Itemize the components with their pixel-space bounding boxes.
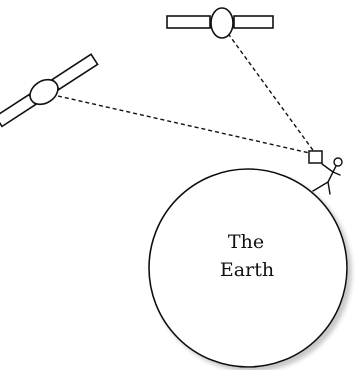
solar-panel-left [167,16,210,28]
solar-panel-right [52,54,97,89]
observer-head [334,158,342,166]
solar-panel-right [234,16,273,28]
satellite-top [167,8,273,38]
observer-arm-right [333,172,340,175]
satellite-body [211,8,233,38]
earth-label-line1: The [228,231,264,253]
earth-label-line2: Earth [220,259,274,281]
observer-leg-left [313,182,328,191]
observer-arm [322,164,333,172]
receiver-box [309,151,322,163]
signal-line-top [224,28,315,153]
observer-leg-right [328,182,330,194]
earth: The Earth [149,169,347,367]
signal-line-left [58,96,314,154]
satellite-left [0,50,100,131]
